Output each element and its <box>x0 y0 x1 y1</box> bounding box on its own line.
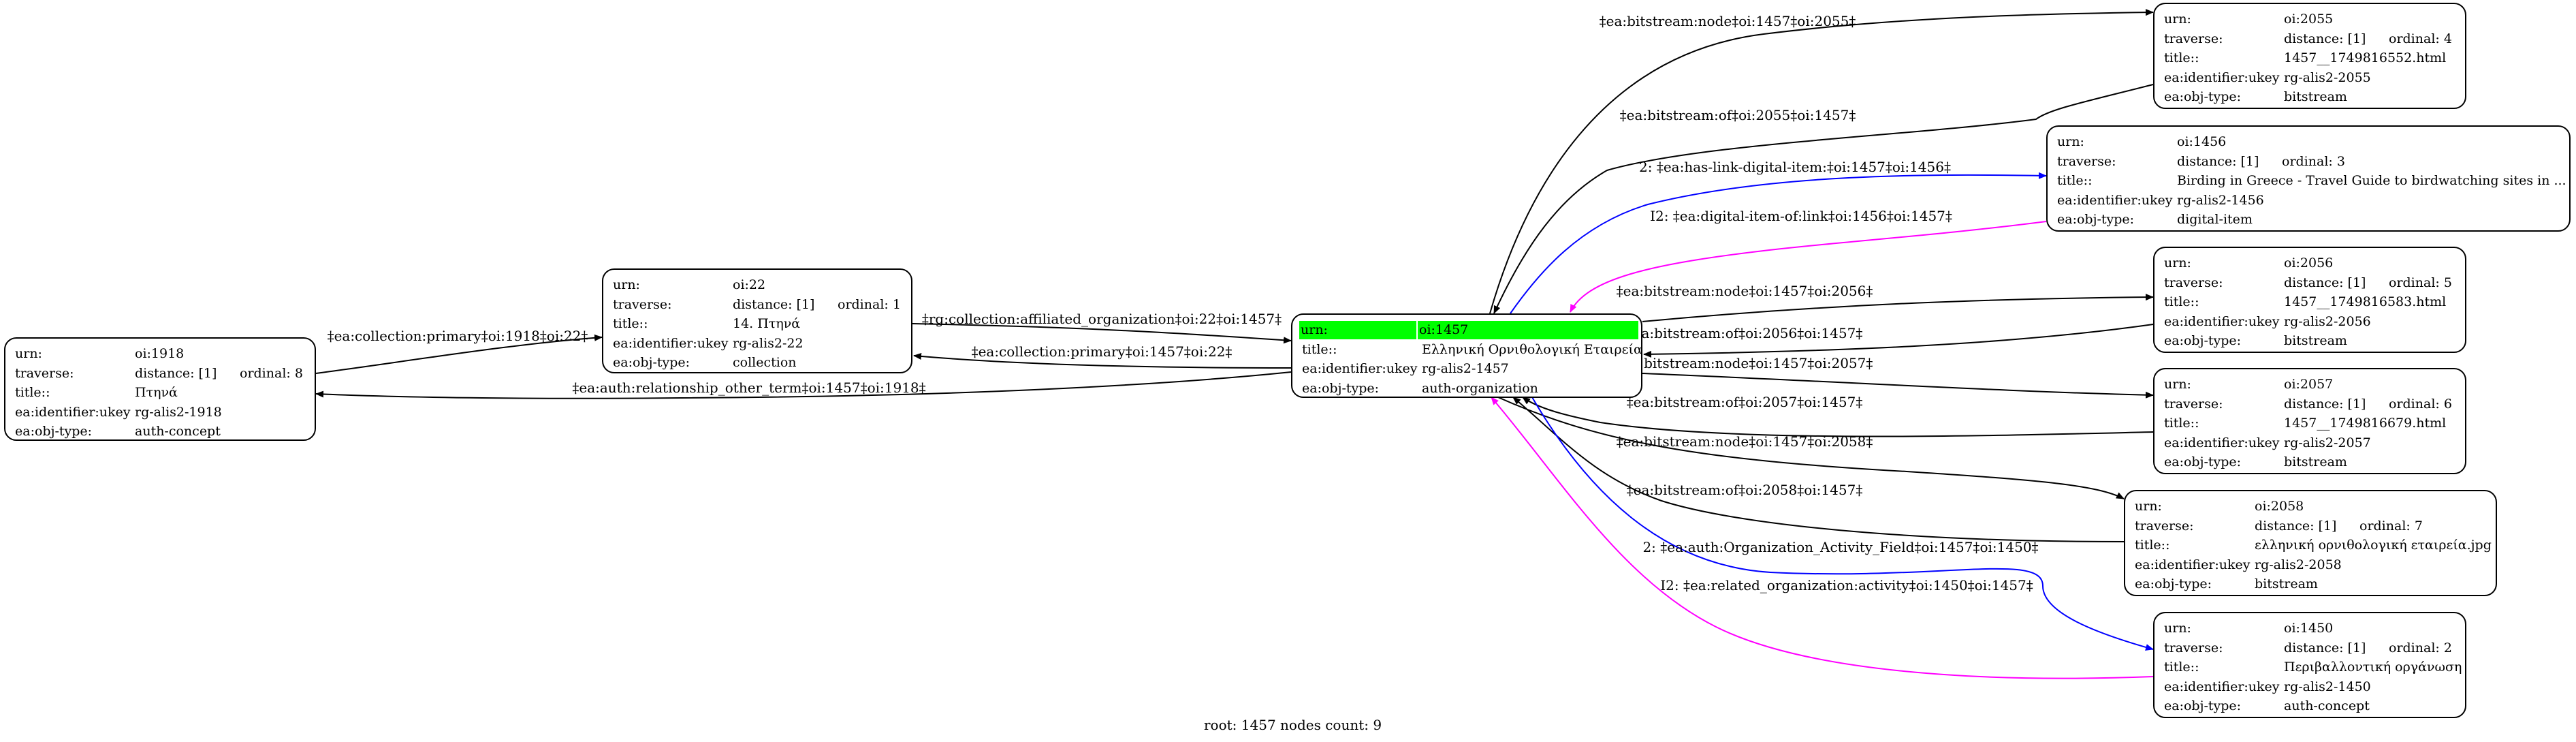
node-field-traverse: traverse:distance: [1]ordinal: 8 <box>15 365 303 381</box>
node-oi-1457-root[interactable]: urn:oi:1457 title::Ελληνική Ορνιθολογική… <box>1291 313 1642 398</box>
node-field-type: ea:obj-type:digital-item <box>2057 212 2253 227</box>
node-field-title: title::ελληνική ορνιθολογική εταιρεία.jp… <box>2135 538 2492 553</box>
node-field-title: title::1457__1749816552.html <box>2164 50 2447 65</box>
edge-label-e3: 2: ‡ea:has-link-digital-item:‡oi:1457‡oi… <box>1639 159 1951 175</box>
edge-e9 <box>1497 397 2125 499</box>
node-field-traverse: traverse:distance: [1]ordinal: 3 <box>2057 153 2345 169</box>
edge-label-e2: ‡ea:bitstream:of‡oi:2055‡oi:1457‡ <box>1620 107 1856 123</box>
node-oi-1450[interactable]: urn:oi:1450 traverse:distance: [1]ordina… <box>2153 612 2466 718</box>
node-field-type: ea:obj-type:collection <box>613 355 797 370</box>
edge-e7 <box>1642 373 2154 399</box>
edge-label-e1: ‡ea:bitstream:node‡oi:1457‡oi:2055‡ <box>1600 13 1856 29</box>
node-oi-2055[interactable]: urn:oi:2055 traverse:distance: [1]ordina… <box>2153 3 2466 109</box>
edge-label-e11: 2: ‡ea:auth:Organization_Activity_Field‡… <box>1642 539 2038 555</box>
node-field-traverse: traverse:distance: [1]ordinal: 1 <box>613 296 901 312</box>
graph-footer: root: 1457 nodes count: 9 <box>1204 717 1382 733</box>
node-field-traverse: traverse:distance: [1]ordinal: 2 <box>2164 640 2452 655</box>
node-oi-22[interactable]: urn:oi:22 traverse:distance: [1]ordinal:… <box>602 268 912 373</box>
edge-label-e16: ‡ea:collection:primary‡oi:1918‡oi:22‡ <box>328 328 588 344</box>
node-field-urn: urn:oi:1457 <box>1299 320 1638 340</box>
node-field-urn: urn:oi:2056 <box>2164 256 2334 270</box>
node-field-title: title::1457__1749816583.html <box>2164 294 2447 309</box>
node-field-type: ea:obj-type:bitstream <box>2164 89 2347 104</box>
node-field-urn: urn:oi:1456 <box>2057 134 2227 149</box>
node-oi-2057[interactable]: urn:oi:2057 traverse:distance: [1]ordina… <box>2153 368 2466 474</box>
edge-e3 <box>1510 172 2047 314</box>
edge-e4 <box>1570 221 2047 313</box>
edge-e15 <box>315 371 1292 399</box>
node-field-title: title::14. Πτηνά <box>613 316 801 331</box>
edge-e12 <box>1491 397 2154 679</box>
edge-label-e4: I2: ‡ea:digital-item-of:link‡oi:1456‡oi:… <box>1650 208 1952 224</box>
edge-e2 <box>1493 84 2154 314</box>
node-field-traverse: traverse:distance: [1]ordinal: 6 <box>2164 396 2452 412</box>
node-field-title: title::1457__1749816679.html <box>2164 416 2447 431</box>
edge-e13 <box>912 323 1292 344</box>
edge-label-e14: ‡ea:collection:primary‡oi:1457‡oi:22‡ <box>972 343 1233 360</box>
node-field-type: ea:obj-type:auth-concept <box>15 424 221 439</box>
node-field-urn: urn:oi:2058 <box>2135 499 2304 514</box>
node-oi-1456[interactable]: urn:oi:1456 traverse:distance: [1]ordina… <box>2046 125 2571 232</box>
node-field-title: title::Πτηνά <box>15 385 178 400</box>
edge-e16 <box>315 334 603 374</box>
node-field-traverse: traverse:distance: [1]ordinal: 7 <box>2135 518 2423 534</box>
node-oi-2058[interactable]: urn:oi:2058 traverse:distance: [1]ordina… <box>2124 490 2497 596</box>
edge-label-e7: ‡ea:bitstream:node‡oi:1457‡oi:2057‡ <box>1617 355 1873 371</box>
edge-label-e9: ‡ea:bitstream:node‡oi:1457‡oi:2058‡ <box>1617 433 1873 450</box>
node-field-type: ea:obj-type:auth-organization <box>1302 380 1538 396</box>
edge-e14 <box>913 352 1292 369</box>
node-field-traverse: traverse:distance: [1]ordinal: 5 <box>2164 275 2452 290</box>
edge-label-e6: ‡ea:bitstream:of‡oi:2056‡oi:1457‡ <box>1627 325 1863 341</box>
node-field-title: title::Περιβαλλοντική οργάνωση <box>2164 660 2462 675</box>
edge-e5 <box>1642 294 2154 322</box>
node-field-type: ea:obj-type:bitstream <box>2135 576 2318 591</box>
node-field-urn: urn:oi:2055 <box>2164 12 2334 27</box>
node-field-urn: urn:oi:22 <box>613 277 766 292</box>
node-field-urn: urn:oi:1450 <box>2164 621 2334 636</box>
edge-e10 <box>1512 397 2125 542</box>
edge-label-e15: ‡ea:auth:relationship_other_term‡oi:1457… <box>572 380 925 396</box>
edge-e11 <box>1531 397 2154 651</box>
node-field-type: ea:obj-type:bitstream <box>2164 454 2347 469</box>
edge-label-e8: ‡ea:bitstream:of‡oi:2057‡oi:1457‡ <box>1627 394 1863 410</box>
edge-label-e12: I2: ‡ea:related_organization:activity‡oi… <box>1660 577 2033 593</box>
node-field-type: ea:obj-type:auth-concept <box>2164 698 2370 713</box>
node-field-urn: urn:oi:1918 <box>15 346 185 361</box>
node-oi-2056[interactable]: urn:oi:2056 traverse:distance: [1]ordina… <box>2153 247 2466 353</box>
node-field-traverse: traverse:distance: [1]ordinal: 4 <box>2164 31 2452 46</box>
edge-label-e5: ‡ea:bitstream:node‡oi:1457‡oi:2056‡ <box>1617 283 1873 299</box>
node-field-title: title::Birding in Greece - Travel Guide … <box>2057 173 2566 188</box>
edge-e1 <box>1489 9 2154 314</box>
node-field-type: ea:obj-type:bitstream <box>2164 333 2347 348</box>
edge-label-e13: ‡rg:collection:affiliated_organization‡o… <box>922 311 1282 327</box>
edge-e6 <box>1643 324 2154 358</box>
edge-label-e10: ‡ea:bitstream:of‡oi:2058‡oi:1457‡ <box>1627 482 1863 498</box>
edge-e8 <box>1522 397 2154 437</box>
node-field-urn: urn:oi:2057 <box>2164 377 2334 392</box>
node-oi-1918[interactable]: urn:oi:1918 traverse:distance: [1]ordina… <box>4 337 316 441</box>
node-field-title: title::Ελληνική Ορνιθολογική Εταιρεία <box>1302 341 1642 357</box>
